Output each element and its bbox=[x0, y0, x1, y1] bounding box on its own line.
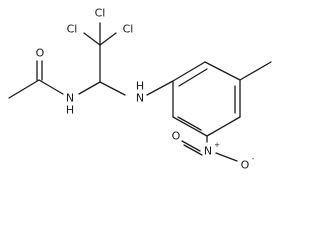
bond-methyl-carbonyl bbox=[8, 79, 40, 99]
ring-bond-2 bbox=[204, 61, 241, 81]
atom-nitro-nitrogen: N bbox=[204, 145, 212, 158]
bond-ring-methyl bbox=[239, 61, 272, 81]
bond-nitro-o-left-b bbox=[183, 144, 203, 156]
ring-bond-1 bbox=[172, 61, 206, 82]
atom-amide-hydrogen: H bbox=[66, 104, 74, 117]
atom-cl-right: Cl bbox=[123, 23, 134, 36]
atom-nitro-oxygen-single: O bbox=[241, 159, 250, 172]
bond-nitro-o-left-a bbox=[181, 140, 201, 152]
ring-inner-bond-1 bbox=[178, 68, 208, 87]
bond-ccl3-cl-left bbox=[83, 32, 101, 46]
chemical-structure-diagram: Cl Cl Cl O N H N H N + O O - bbox=[8, 7, 272, 172]
bond-ccl3-cl-right bbox=[99, 32, 117, 46]
bond-carbonyl-nitrogen bbox=[38, 79, 64, 95]
atom-nitro-charge-plus: + bbox=[214, 141, 220, 149]
atom-carbonyl-oxygen: O bbox=[36, 47, 45, 60]
atom-nitro-oxygen-double: O bbox=[172, 130, 181, 143]
atom-amide-nitrogen: N bbox=[66, 92, 74, 105]
atom-nitro-charge-minus: - bbox=[252, 155, 255, 163]
bond-nitro-o-right bbox=[215, 152, 238, 162]
ring-bond-4 bbox=[206, 116, 241, 137]
atom-cl-left: Cl bbox=[67, 23, 78, 36]
atom-amine-nitrogen: N bbox=[136, 92, 144, 105]
ring-bond-5 bbox=[172, 116, 208, 137]
bond-methine-amine bbox=[99, 81, 126, 96]
ring-inner-bond-3 bbox=[177, 116, 202, 131]
bond-amine-ring bbox=[146, 80, 174, 96]
atom-cl-top: Cl bbox=[95, 7, 106, 20]
bond-nitrogen-methine bbox=[78, 81, 101, 95]
atom-amine-hydrogen: H bbox=[136, 80, 144, 93]
